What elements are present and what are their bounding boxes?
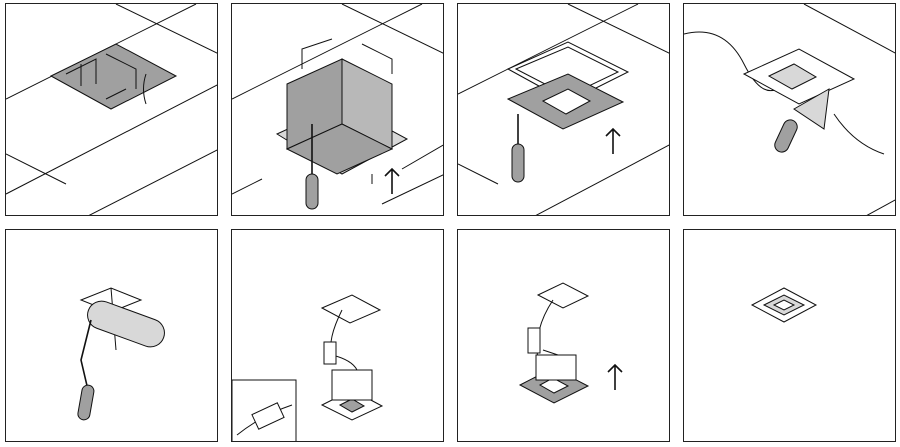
- wiring-connector-icon: [232, 294, 384, 441]
- step-3-panel: [457, 3, 670, 216]
- paint-roller-icon: [77, 287, 165, 421]
- step-7-panel: [457, 229, 670, 442]
- ceiling-cutout-icon: [6, 4, 217, 215]
- step-4-panel: [683, 3, 896, 216]
- finished-downlight-icon: [750, 287, 818, 323]
- mounting-box-screwdriver-icon: [232, 4, 443, 210]
- step-5-panel: [5, 229, 218, 442]
- trim-plate-screwdriver-icon: [458, 4, 669, 215]
- step-8-panel: [683, 229, 896, 442]
- step-1-panel: [5, 3, 218, 216]
- step-2-panel: [231, 3, 444, 216]
- plaster-trowel-icon: [684, 4, 895, 215]
- step-6-panel: [231, 229, 444, 442]
- luminaire-insert-icon: [518, 282, 623, 404]
